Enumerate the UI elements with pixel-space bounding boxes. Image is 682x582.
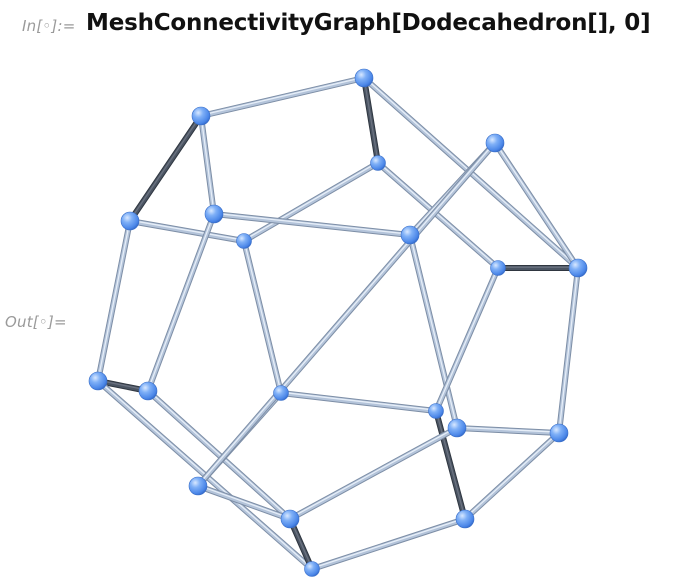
graph-vertex[interactable] — [485, 133, 505, 153]
graph-vertex[interactable] — [549, 423, 569, 443]
graph-vertex[interactable] — [236, 233, 252, 249]
graph-edge-highlight — [97, 219, 131, 381]
graph-edge-highlight — [363, 76, 379, 163]
graph-vertex[interactable] — [568, 258, 588, 278]
graph-vertices — [88, 68, 588, 577]
graph-edge — [455, 426, 561, 435]
graph-vertex[interactable] — [138, 381, 158, 401]
graph-edge-highlight — [243, 161, 379, 241]
graph-vertex[interactable] — [370, 155, 386, 171]
graph-edge-highlight — [197, 484, 291, 519]
graph-vertex[interactable] — [354, 68, 374, 88]
graph-edge-highlight — [456, 426, 560, 433]
graph-edge-highlight — [200, 114, 215, 214]
graph-edge-highlight — [213, 212, 411, 235]
graph-edge-highlight — [147, 389, 291, 519]
graph-edge-highlight — [243, 239, 282, 393]
graph-edge — [310, 517, 467, 571]
graph-edge-highlight — [129, 219, 245, 241]
graph-edge-highlight — [558, 266, 579, 433]
graph-edge — [128, 219, 246, 243]
graph-edge-highlight — [311, 517, 466, 569]
graph-vertex[interactable] — [280, 509, 300, 529]
graph-vertex[interactable] — [120, 211, 140, 231]
graph-edge-highlight — [147, 212, 215, 391]
graph-vertex[interactable] — [455, 509, 475, 529]
graph-vertex[interactable] — [204, 204, 224, 224]
graph-edge-highlight — [200, 76, 365, 116]
graph-vertex[interactable] — [273, 385, 289, 401]
graph-edge-highlight — [409, 233, 458, 428]
graph-vertex[interactable] — [304, 561, 320, 577]
graph-edge-highlight — [289, 426, 458, 519]
graph-vertex[interactable] — [188, 476, 208, 496]
input-cell-label: In[◦]:= — [22, 17, 76, 35]
graph-vertex[interactable] — [400, 225, 420, 245]
graph-edge-highlight — [197, 141, 496, 486]
graph-vertex[interactable] — [428, 403, 444, 419]
output-cell-label: Out[◦]= — [5, 313, 67, 331]
graph-edge — [279, 391, 438, 413]
graph-vertex[interactable] — [191, 106, 211, 126]
graph-edges — [95, 75, 581, 572]
graph-vertex[interactable] — [447, 418, 467, 438]
graph-edge — [242, 161, 380, 243]
graph-edge-highlight — [280, 391, 437, 411]
graph-edge-highlight — [377, 161, 499, 268]
input-cell-code[interactable]: MeshConnectivityGraph[Dodecahedron[], 0] — [86, 10, 651, 36]
graph-edge — [288, 426, 459, 521]
graph-vertex[interactable] — [88, 371, 108, 391]
graph-edge-highlight — [129, 114, 202, 221]
graph-edge-highlight — [494, 141, 579, 268]
graph-edge — [196, 484, 292, 521]
graph-edge-highlight — [435, 409, 466, 519]
graph-edge — [199, 76, 366, 118]
graph-edge — [212, 212, 412, 237]
graph-vertex[interactable] — [490, 260, 506, 276]
graph-edge-highlight — [464, 431, 560, 519]
graph-edge-highlight — [435, 266, 499, 411]
